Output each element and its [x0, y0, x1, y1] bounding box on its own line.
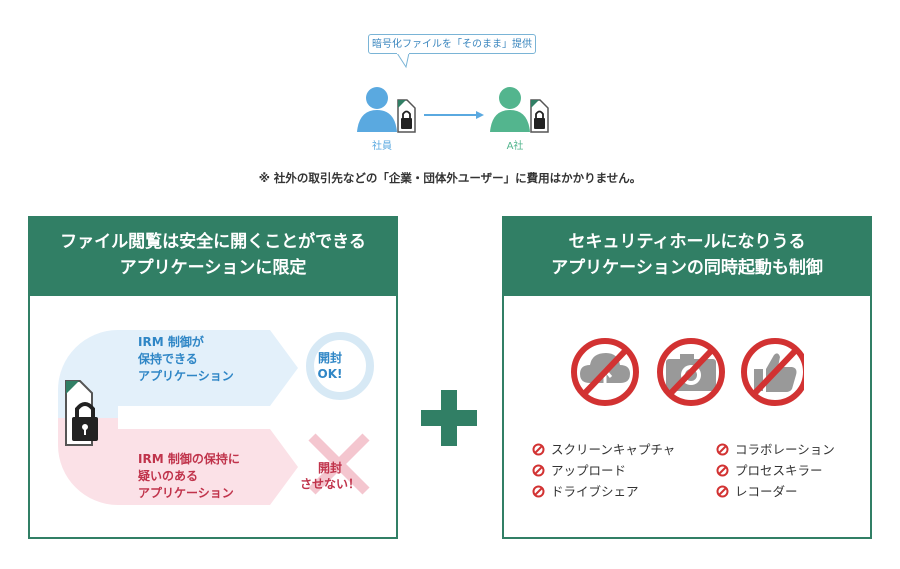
left-panel-header: ファイル閲覧は安全に開くことができる アプリケーションに限定	[30, 218, 396, 296]
prohibited-sign-3	[741, 338, 804, 406]
denied-result-line1: 開封	[317, 461, 342, 475]
sender-person-icon	[357, 87, 416, 133]
left-panel-diagram	[40, 305, 386, 527]
list-item: スクリーンキャプチャ	[532, 439, 675, 460]
list-item-label: アップロード	[551, 463, 627, 478]
list-item-label: レコーダー	[735, 484, 798, 499]
callout-bubble: 暗号化ファイルを「そのまま」提供	[368, 34, 536, 54]
denied-x-mark	[308, 433, 370, 495]
sender-label: 社員	[372, 141, 392, 152]
denied-line1: IRM 制御の保持に	[138, 452, 240, 466]
prohibited-icon	[532, 464, 545, 477]
thumbs-up-icon	[754, 353, 797, 392]
prohibited-icon	[716, 485, 729, 498]
plus-icon	[421, 390, 477, 446]
prohibited-list-right: コラボレーション プロセスキラー レコーダー	[716, 439, 835, 502]
prohibited-icon	[532, 443, 545, 456]
transfer-arrow	[424, 111, 484, 119]
denied-result-line2: させない！	[299, 477, 360, 491]
denied-result: 開封 させない！	[290, 460, 370, 492]
prohibited-icon	[532, 485, 545, 498]
prohibited-icon	[716, 464, 729, 477]
list-item: ドライブシェア	[532, 481, 675, 502]
list-item-label: スクリーンキャプチャ	[551, 442, 676, 457]
prohibited-sign-2	[657, 338, 725, 406]
right-panel-title-line1: セキュリティホールになりうる	[568, 232, 806, 252]
allowed-line1: IRM 制御が	[138, 335, 204, 349]
list-item: コラボレーション	[716, 439, 835, 460]
allowed-result-line1: 開封	[317, 351, 342, 365]
list-item: プロセスキラー	[716, 460, 835, 481]
prohibited-list-left: スクリーンキャプチャ アップロード ドライブシェア	[532, 439, 675, 502]
denied-line2: 疑いのある	[138, 469, 199, 483]
left-panel-title-line1: ファイル閲覧は安全に開くことができる	[60, 232, 366, 252]
left-panel-title-line2: アプリケーションに限定	[119, 258, 307, 278]
allowed-line2: 保持できる	[138, 352, 198, 366]
allowed-arrow-shape	[118, 330, 298, 406]
ok-circle	[306, 332, 374, 400]
cost-note: ※ 社外の取引先などの「企業・団体外ユーザー」に費用はかかりません。	[258, 171, 642, 185]
list-item: アップロード	[532, 460, 675, 481]
list-item-label: プロセスキラー	[735, 463, 823, 478]
receiver-person-icon	[490, 87, 549, 133]
denied-app-text: IRM 制御の保持に 疑いのある アプリケーション	[138, 451, 240, 502]
allowed-app-text: IRM 制御が 保持できる アプリケーション	[138, 334, 234, 385]
allowed-result-line2: OK!	[317, 367, 343, 381]
prohibited-icon	[716, 443, 729, 456]
right-panel-title-line2: アプリケーションの同時起動も制御	[551, 258, 823, 278]
locked-document-icon	[65, 380, 98, 446]
list-item-label: ドライブシェア	[551, 484, 639, 499]
callout-text: 暗号化ファイルを「そのまま」提供	[372, 39, 532, 50]
receiver-label: A社	[506, 141, 524, 152]
list-item-label: コラボレーション	[735, 442, 835, 457]
allowed-result: 開封 OK!	[305, 350, 355, 382]
right-panel-header: セキュリティホールになりうる アプリケーションの同時起動も制御	[504, 218, 870, 296]
callout-pointer	[396, 53, 410, 69]
list-item: レコーダー	[716, 481, 835, 502]
allowed-line3: アプリケーション	[138, 369, 234, 383]
prohibited-sign-1	[571, 338, 639, 406]
denied-arrow-shape	[58, 418, 298, 505]
prohibited-icons-row	[571, 338, 804, 406]
denied-line3: アプリケーション	[138, 486, 234, 500]
